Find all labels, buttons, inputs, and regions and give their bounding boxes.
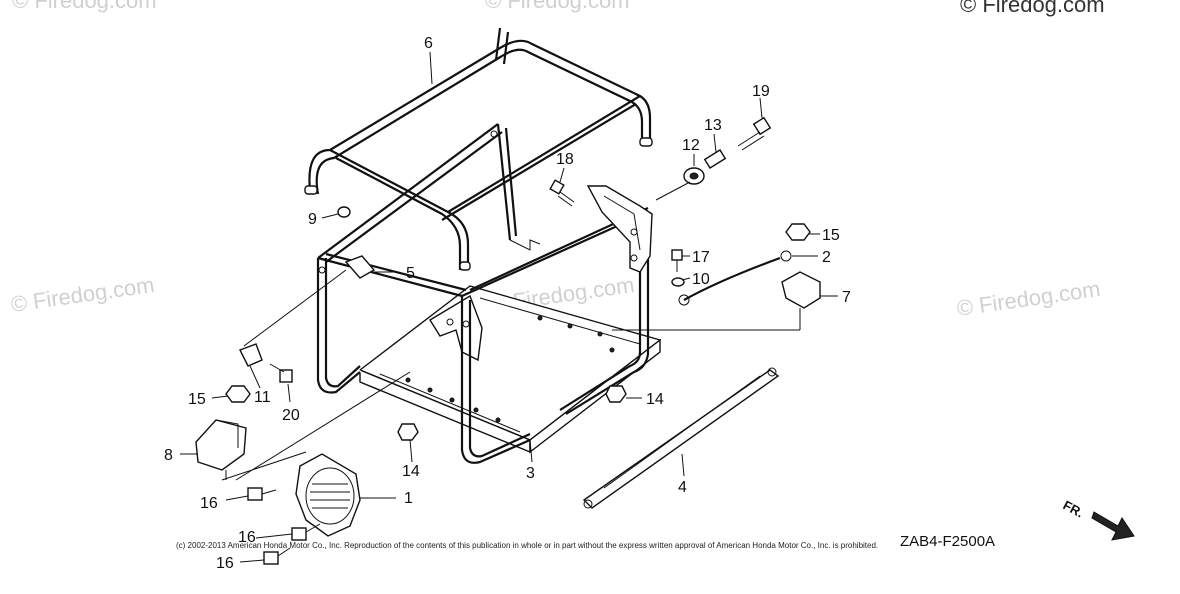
mount-rubber-7 [781, 271, 821, 318]
callout-16-a: 16 [200, 495, 218, 512]
collar-13 [703, 149, 727, 169]
callout-6: 6 [424, 35, 433, 52]
callout-7: 7 [842, 289, 851, 306]
callout-20: 20 [282, 407, 300, 424]
muffler-protector-1 [295, 453, 361, 537]
callout-3: 3 [526, 465, 535, 482]
upper-handle-frame [304, 27, 653, 271]
callout-15-left: 15 [188, 391, 206, 408]
callout-16-c: 16 [216, 555, 234, 572]
bolt-20 [269, 363, 293, 383]
grommet-12 [683, 167, 705, 185]
ground-cable [678, 250, 792, 306]
callout-19: 19 [752, 83, 770, 100]
bolt-19 [737, 116, 772, 151]
callout-12: 12 [682, 137, 700, 154]
watermark-top-right: © Firedog.com [960, 0, 1105, 17]
bolt-16-a [247, 487, 277, 501]
callout-1: 1 [404, 490, 413, 507]
callout-9: 9 [308, 211, 317, 228]
callouts: 1 2 3 4 5 6 7 8 9 10 11 12 13 14 14 15 1… [164, 35, 851, 572]
front-direction-arrow: FR. [1061, 497, 1135, 541]
callout-5: 5 [406, 265, 415, 282]
leader-lines [180, 51, 838, 563]
mount-rubber-8 [195, 419, 247, 480]
watermark-left: © Firedog.com [9, 272, 156, 317]
watermark-right: © Firedog.com [955, 276, 1102, 321]
bolt-16-b [291, 523, 321, 541]
watermark-top-center: © Firedog.com [485, 0, 630, 13]
diagram-code: ZAB4-F2500A [900, 533, 995, 550]
callout-14-right: 14 [646, 391, 664, 408]
nut-14-center [397, 423, 419, 441]
callout-2: 2 [822, 249, 831, 266]
bolt-17 [671, 249, 683, 272]
callout-13: 13 [704, 117, 722, 134]
grommet-9 [337, 206, 351, 218]
nut-14-right [605, 385, 627, 403]
copyright-notice: (c) 2002-2013 American Honda Motor Co., … [176, 541, 878, 550]
callout-16-b: 16 [238, 529, 256, 546]
bolt-18 [549, 179, 575, 207]
arrow-right-icon [1091, 511, 1135, 541]
callout-10: 10 [692, 271, 710, 288]
callout-14-center: 14 [402, 463, 420, 480]
side-bar-4 [582, 367, 780, 509]
bracket-5 [344, 255, 376, 279]
callout-15-right: 15 [822, 227, 840, 244]
washer-10 [671, 277, 685, 287]
nut-11 [239, 343, 263, 367]
callout-4: 4 [678, 479, 687, 496]
front-label: FR. [1061, 497, 1087, 520]
nut-15-right [785, 223, 811, 241]
nut-15-left [225, 385, 251, 403]
rear-bracket [586, 185, 653, 273]
callout-18: 18 [556, 151, 574, 168]
watermark-top-left: © Firedog.com [12, 0, 157, 13]
callout-8: 8 [164, 447, 173, 464]
callout-11: 11 [254, 389, 271, 406]
bolt-16-c [263, 547, 291, 565]
callout-17: 17 [692, 249, 710, 266]
